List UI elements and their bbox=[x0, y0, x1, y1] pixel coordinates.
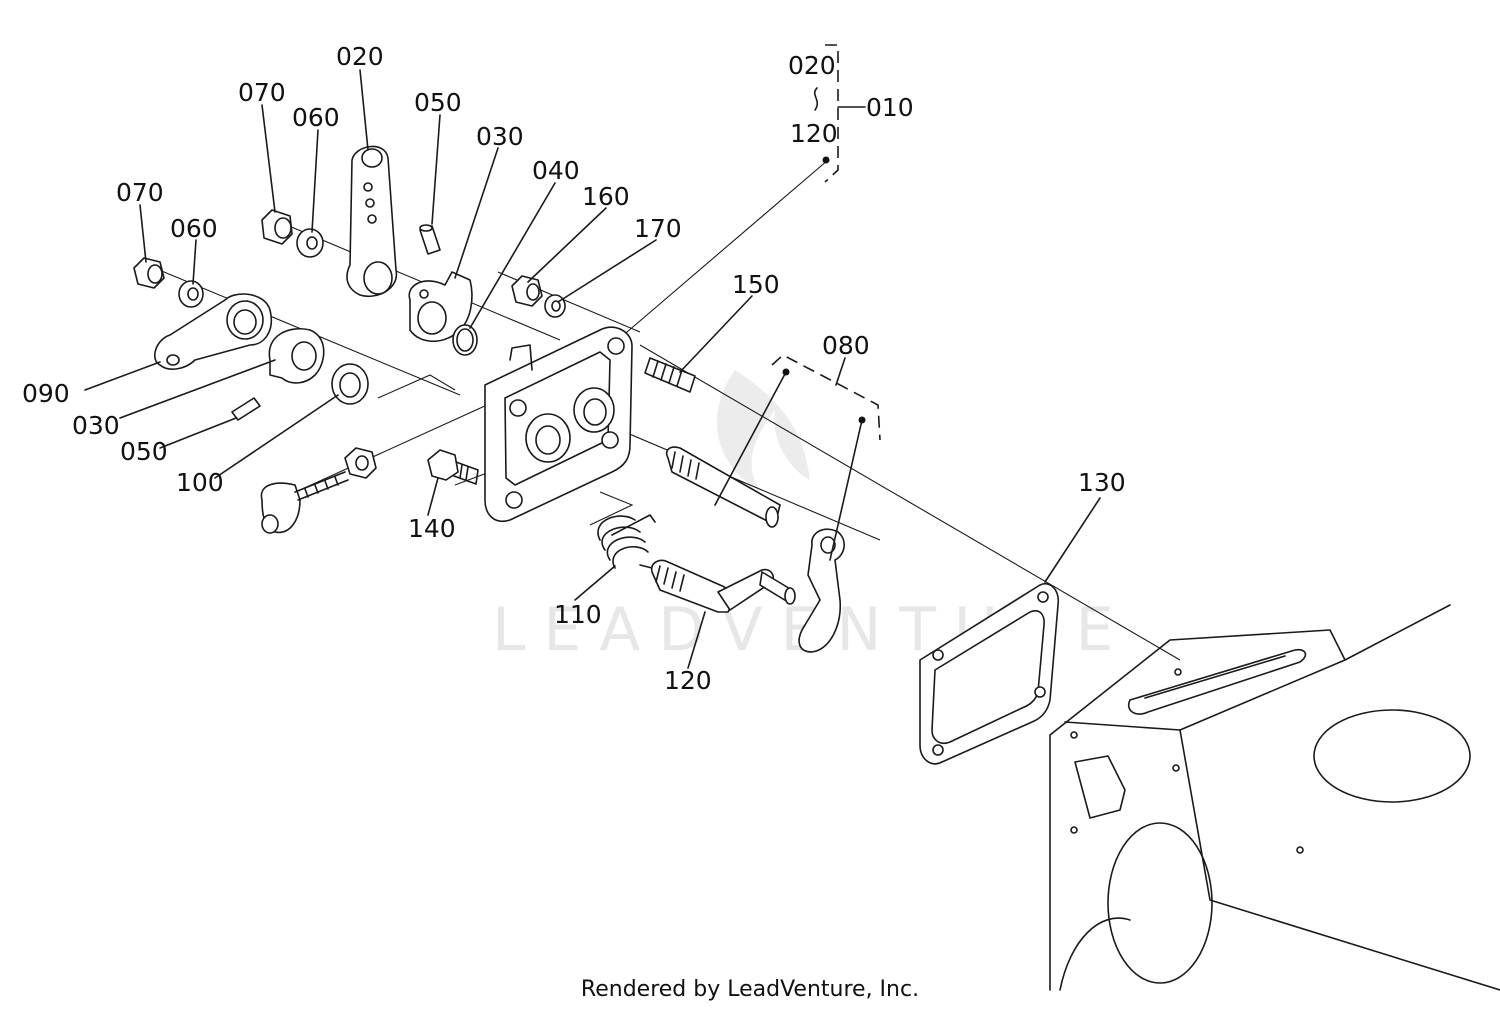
callout-020-top: 020 bbox=[336, 42, 384, 71]
part-lock-nut[interactable] bbox=[344, 447, 377, 479]
callout-020-bracket: 020 bbox=[788, 51, 836, 80]
part-110-spring[interactable] bbox=[597, 514, 661, 571]
callout-050-lower: 050 bbox=[120, 437, 168, 466]
part-050-pin-lower[interactable] bbox=[231, 397, 261, 421]
callout-120-bracket: 120 bbox=[790, 119, 838, 148]
part-020-lever-arm[interactable] bbox=[346, 145, 398, 297]
callout-150: 150 bbox=[732, 270, 780, 299]
part-150-stud[interactable] bbox=[644, 357, 696, 393]
callout-030-lower: 030 bbox=[72, 411, 120, 440]
callout-080: 080 bbox=[822, 331, 870, 360]
callout-060-upper: 060 bbox=[292, 103, 340, 132]
callout-070-lower: 070 bbox=[116, 178, 164, 207]
part-060-washer-upper[interactable] bbox=[296, 228, 324, 258]
callout-010: 010 bbox=[866, 93, 914, 122]
callout-170: 170 bbox=[634, 214, 682, 243]
callout-040: 040 bbox=[532, 156, 580, 185]
callout-090: 090 bbox=[22, 379, 70, 408]
part-100-oil-seal[interactable] bbox=[331, 363, 369, 405]
part-070-nut-lower[interactable] bbox=[133, 257, 165, 289]
callout-030-upper: 030 bbox=[476, 122, 524, 151]
callout-050-upper: 050 bbox=[414, 88, 462, 117]
callout-060-lower: 060 bbox=[170, 214, 218, 243]
part-060-washer-lower[interactable] bbox=[178, 280, 204, 308]
part-070-nut-upper[interactable] bbox=[261, 209, 293, 245]
callout-120-lower: 120 bbox=[664, 666, 712, 695]
part-130-gasket[interactable] bbox=[919, 583, 1060, 765]
part-030-cam-collar-lower[interactable] bbox=[268, 328, 325, 384]
callout-160: 160 bbox=[582, 182, 630, 211]
engine-block bbox=[1049, 604, 1500, 991]
callout-130: 130 bbox=[1078, 468, 1126, 497]
part-040-o-ring[interactable] bbox=[452, 324, 478, 356]
callout-labels: 020 070 060 050 030 040 160 170 070 060 … bbox=[22, 42, 1126, 695]
part-adjust-screw[interactable] bbox=[260, 471, 349, 534]
part-010-cover-housing[interactable] bbox=[484, 326, 633, 522]
part-160-nut[interactable] bbox=[511, 275, 543, 307]
part-080-fork-shaft[interactable] bbox=[665, 446, 845, 653]
part-090-lever[interactable] bbox=[154, 293, 272, 370]
render-credit: Rendered by LeadVenture, Inc. bbox=[580, 977, 920, 1002]
callout-110: 110 bbox=[554, 600, 602, 629]
part-140-bolt[interactable] bbox=[427, 449, 479, 485]
part-170-washer[interactable] bbox=[544, 294, 566, 318]
part-030-cam-collar-upper[interactable] bbox=[408, 271, 473, 342]
part-120-crank-shaft[interactable] bbox=[650, 559, 796, 613]
part-050-pin-upper[interactable] bbox=[419, 224, 441, 255]
callout-140: 140 bbox=[408, 514, 456, 543]
callout-100: 100 bbox=[176, 468, 224, 497]
callout-070-upper: 070 bbox=[238, 78, 286, 107]
leader-lines bbox=[84, 44, 1101, 669]
